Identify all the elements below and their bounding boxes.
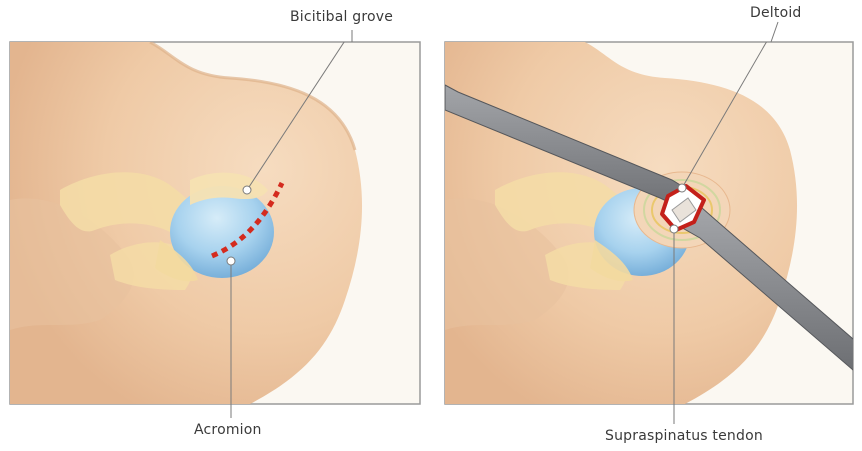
right-panel xyxy=(445,22,860,424)
label-supraspinatus-tendon: Supraspinatus tendon xyxy=(605,428,763,444)
bicitibal-grove-marker xyxy=(243,186,251,194)
acromion-marker xyxy=(227,257,235,265)
supraspinatus-marker xyxy=(670,225,678,233)
label-acromion: Acromion xyxy=(194,422,262,438)
deltoid-marker xyxy=(678,184,686,192)
left-panel xyxy=(10,30,420,418)
label-bicitibal-grove: Bicitibal grove xyxy=(290,9,393,25)
label-deltoid: Deltoid xyxy=(750,5,802,21)
